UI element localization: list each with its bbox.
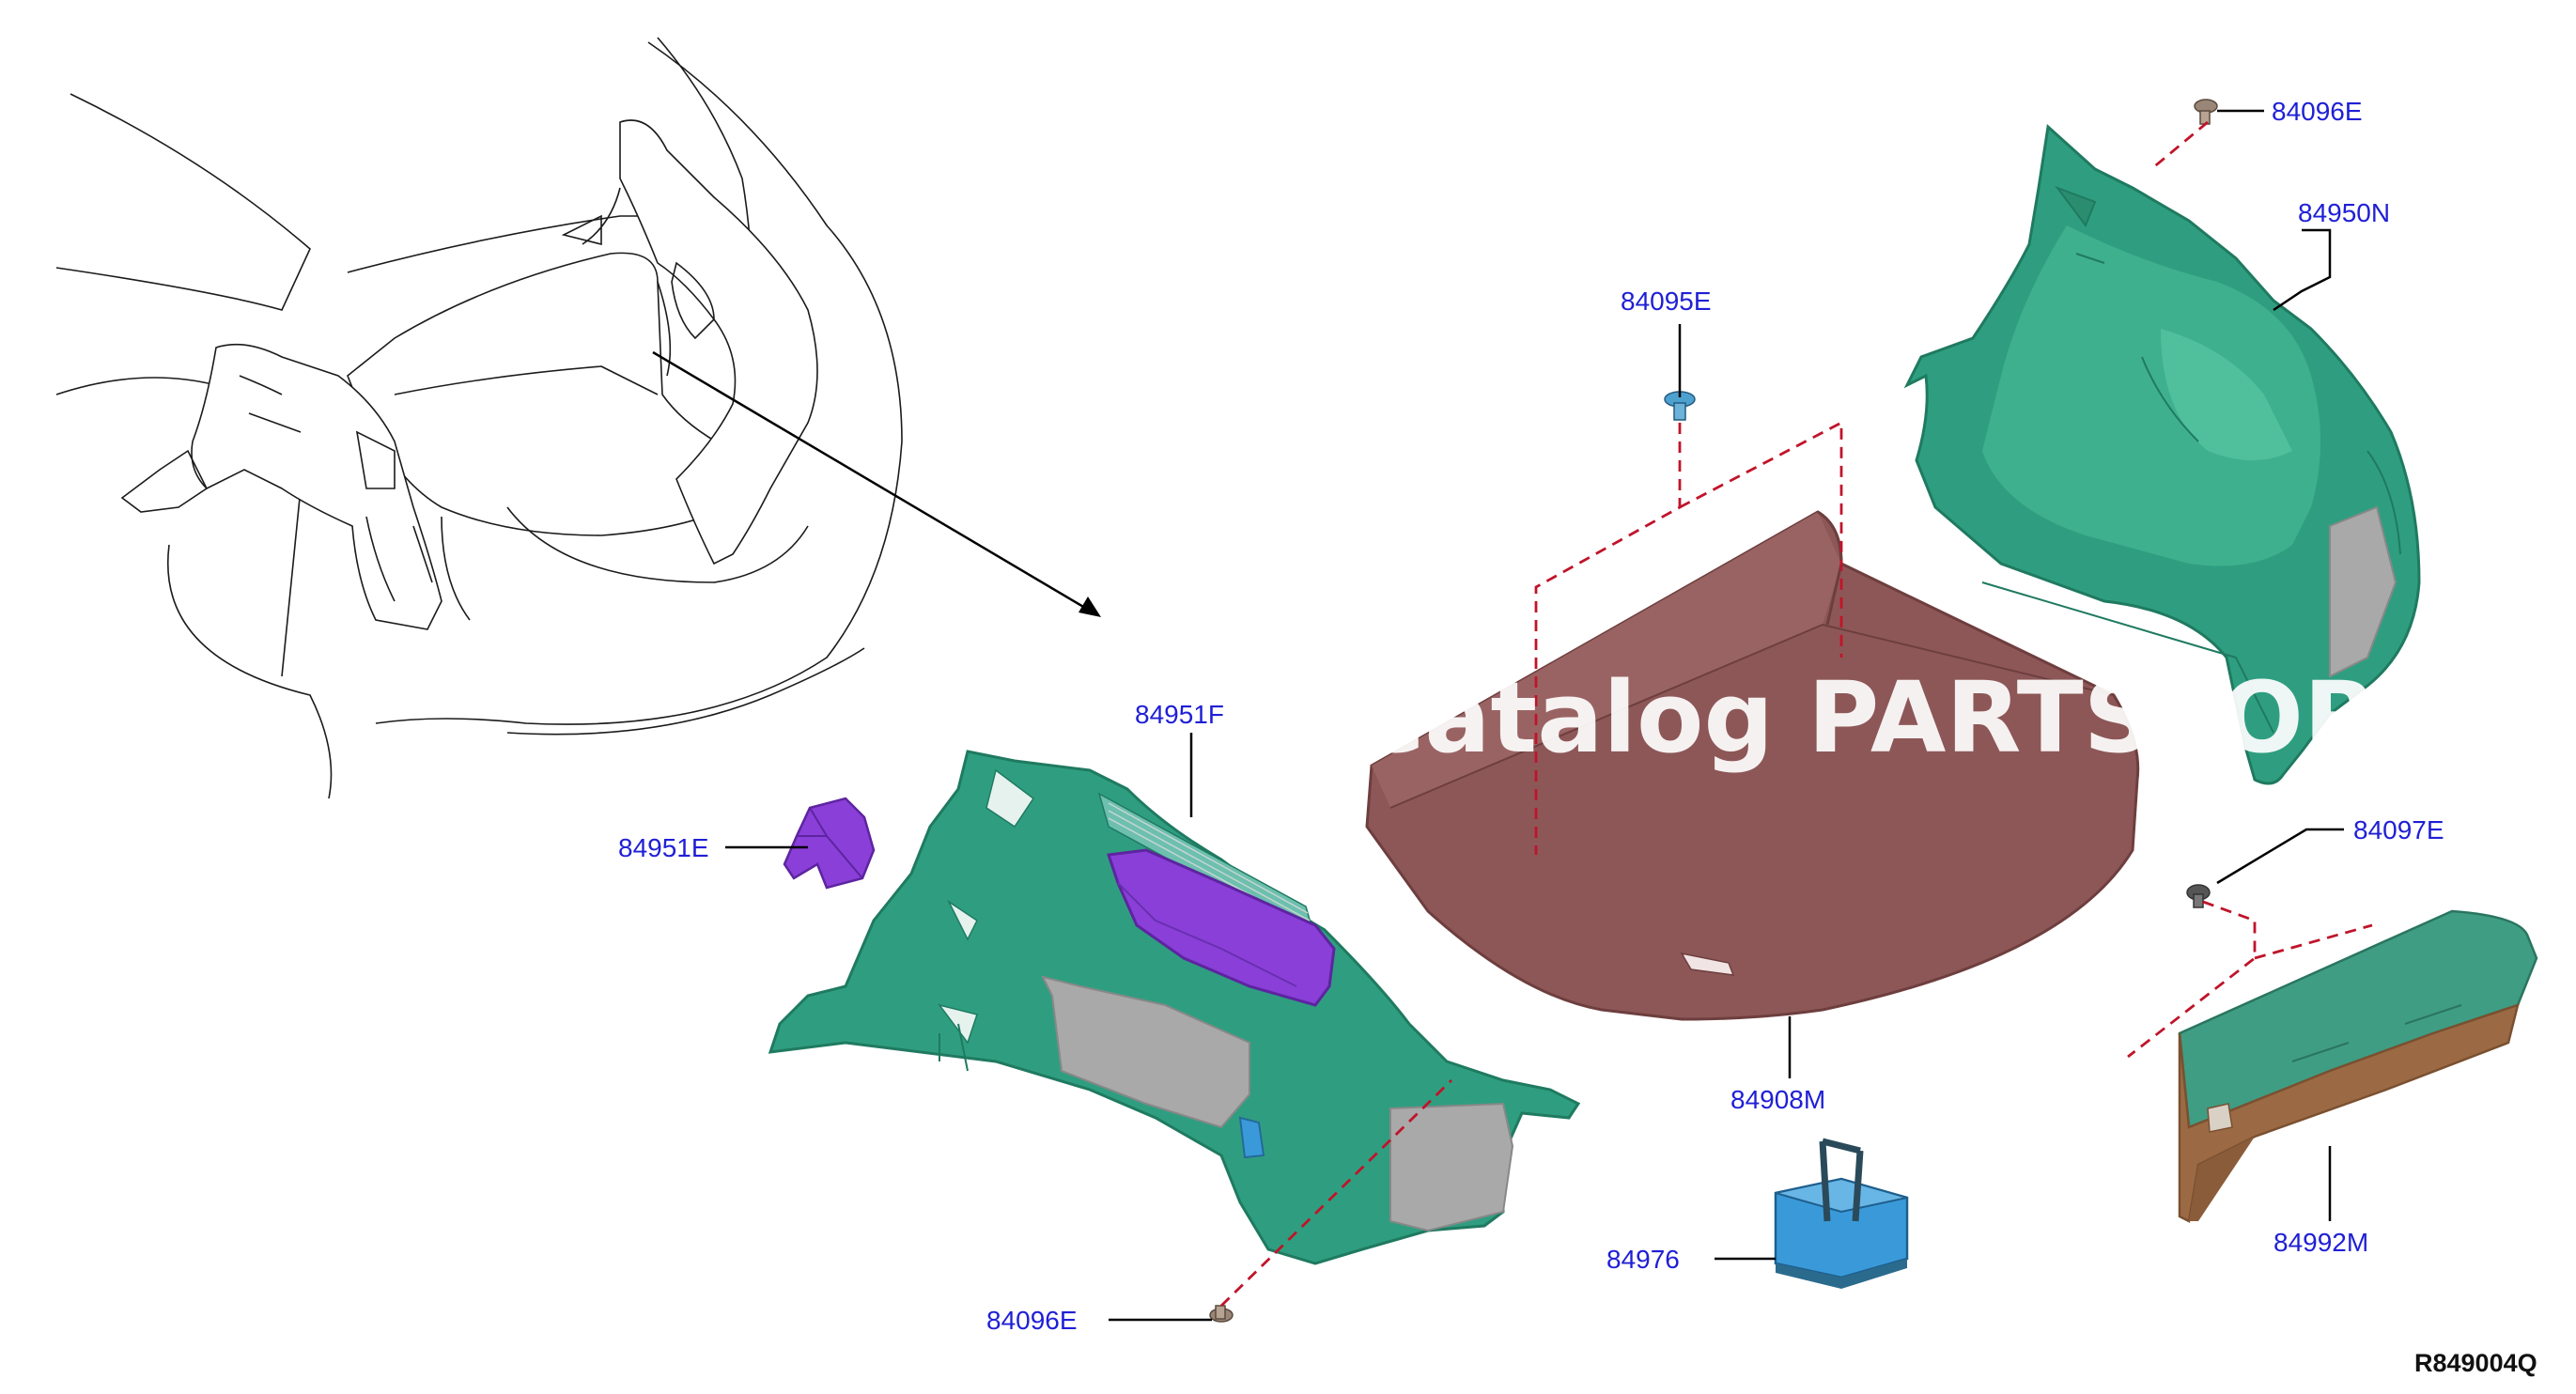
push-clip-icon (2194, 99, 2218, 125)
part-labels: 84096E 84950N 84095E 84951F 84951E 84097… (618, 97, 2444, 1335)
label-84097e[interactable]: 84097E (2353, 815, 2444, 844)
label-84095e[interactable]: 84095E (1621, 287, 1712, 316)
rear-finisher-84992m (2178, 909, 2538, 1223)
leader-lines (725, 109, 2344, 1322)
label-84096e-top[interactable]: 84096E (2272, 97, 2363, 126)
push-clip-icon (1209, 1305, 1234, 1323)
fastener-dash-lines (1220, 120, 2373, 1308)
label-84908m[interactable]: 84908M (1730, 1085, 1825, 1114)
label-84976[interactable]: 84976 (1606, 1245, 1680, 1274)
screw-bolt-icon (1664, 391, 1696, 421)
label-84096e-bottom[interactable]: 84096E (986, 1306, 1078, 1335)
watermark: Catalog PARTSTORE (1353, 660, 2445, 775)
right-quarter-trim-84950n (1903, 124, 2421, 785)
label-84951f[interactable]: 84951F (1135, 700, 1224, 729)
diagram-reference-code: R849004Q (2414, 1349, 2537, 1377)
purple-cover-84951e (783, 797, 876, 890)
push-clip-icon (2186, 884, 2211, 908)
vehicle-locator-drawing (55, 37, 1101, 799)
label-84951e[interactable]: 84951E (618, 833, 709, 862)
label-84950n[interactable]: 84950N (2298, 198, 2390, 227)
storage-box-84976 (1774, 1138, 1909, 1289)
left-quarter-trim-84951f (768, 750, 1581, 1265)
label-84992m[interactable]: 84992M (2273, 1228, 2368, 1257)
